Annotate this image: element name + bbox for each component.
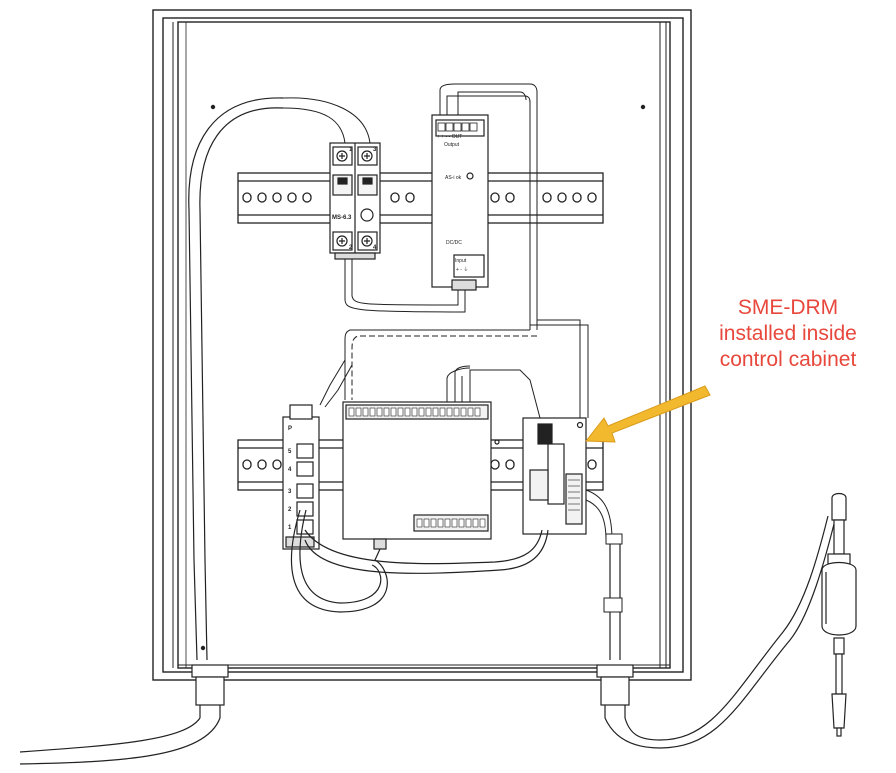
wiring	[188, 83, 623, 661]
psu-output-label: Output	[444, 142, 460, 148]
callout-line-2: installed inside	[719, 322, 857, 345]
controller-module	[342, 401, 500, 550]
callout-line-1: SME-DRM	[738, 296, 838, 319]
circuit-breaker	[329, 142, 381, 260]
cabinet-inner-frame	[162, 17, 684, 673]
switch-port-label: 2	[288, 507, 292, 513]
pressure-transducer	[821, 492, 857, 737]
psu-input-terminal-markings: + - ⏚	[456, 266, 468, 273]
din-rail-top	[237, 172, 604, 224]
breaker-labels: 1 3 MS-6.3 2 4	[332, 147, 377, 251]
control-cabinet	[152, 9, 692, 681]
breaker-model-label: MS-6.3	[332, 215, 352, 221]
callout-label: SME-DRM installed inside control cabinet	[719, 296, 857, 371]
psu-input-label: Input	[455, 258, 467, 264]
switch-port-label: 1	[288, 525, 292, 531]
external-cables	[19, 515, 836, 765]
psu-model-label: DC/DC	[446, 240, 462, 246]
callout-line-3: control cabinet	[720, 348, 857, 371]
breaker-terminal-4-label: 4	[373, 245, 377, 251]
switch-port-label: 5	[288, 449, 292, 455]
switch-port-label: P	[288, 426, 292, 432]
ethernet-switch	[282, 404, 320, 550]
power-supply-labels: + + - - OUT Output AS-i ok DC/DC Input +…	[437, 134, 468, 273]
cable-gland-left	[191, 664, 229, 718]
cable-gland-right	[596, 664, 634, 718]
breaker-terminal-2-label: 2	[349, 245, 353, 251]
power-supply-unit	[431, 114, 489, 291]
psu-terminal-markings: + + - - OUT	[437, 134, 462, 140]
switch-port-labels: P 5 4 3 2 1	[288, 426, 292, 531]
psu-status-label: AS-i ok	[445, 175, 462, 181]
breaker-terminal-3-label: 3	[373, 147, 377, 153]
callout-arrow	[585, 385, 711, 443]
cabinet-back-plate	[177, 21, 671, 669]
switch-port-label: 3	[288, 489, 292, 495]
switch-port-label: 4	[288, 467, 292, 473]
sme-drm-module	[522, 417, 587, 535]
cabinet-outer-frame	[152, 9, 692, 681]
breaker-terminal-1-label: 1	[349, 147, 353, 153]
